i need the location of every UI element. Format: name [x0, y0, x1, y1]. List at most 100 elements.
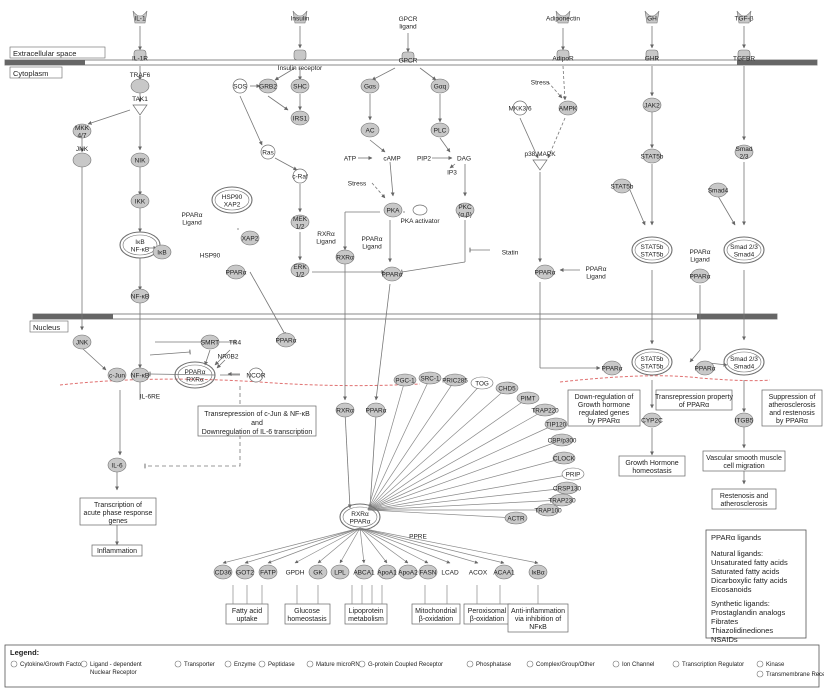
node-ppara-cyto3[interactable]: PPARα	[535, 264, 556, 280]
node-xap2[interactable]: XAP2	[240, 230, 260, 246]
node-il6re[interactable]: IL-6RE	[140, 394, 161, 401]
node-ppara-n4[interactable]: PPARα	[366, 402, 387, 418]
node-statin[interactable]: Statin	[502, 250, 519, 257]
node-pka[interactable]: PKA	[383, 202, 403, 218]
node-smad4[interactable]: Smad4	[708, 182, 729, 198]
node-chd5[interactable]: CHD5	[495, 381, 519, 395]
node-ppre[interactable]: PPRE	[409, 534, 427, 541]
node-abca1[interactable]: ABCA1	[353, 564, 375, 580]
node-tgfb[interactable]: TGF-β	[735, 10, 754, 24]
outcome-lipoprotein[interactable]: Lipoprotein metabolism	[344, 603, 388, 625]
node-camp[interactable]: cAMP	[383, 156, 400, 163]
node-cyp2c[interactable]: CYP2C	[641, 412, 663, 428]
node-shc[interactable]: SHC	[290, 78, 310, 94]
node-got2[interactable]: GOT2	[235, 564, 255, 580]
node-gpcr[interactable]: GPCR	[399, 51, 418, 65]
node-lpl[interactable]: LPL	[330, 564, 350, 580]
node-ppara-n2[interactable]: PPARα	[602, 360, 623, 376]
node-trap100[interactable]: TRAP100	[534, 503, 562, 517]
node-il1[interactable]: IL-1	[132, 10, 148, 24]
node-il6[interactable]: IL-6	[107, 457, 127, 473]
node-acaa1[interactable]: ACAA1	[493, 564, 515, 580]
node-hsp90[interactable]: HSP90	[200, 253, 221, 260]
node-apoa2[interactable]: ApoA2	[398, 564, 418, 580]
node-cjun[interactable]: c-Jun	[107, 367, 127, 383]
node-src1[interactable]: SRC-1	[418, 371, 442, 385]
node-nfkb[interactable]: NF-κB	[130, 288, 150, 304]
node-apoa1[interactable]: ApoA1	[377, 564, 397, 580]
node-nik[interactable]: NIK	[130, 152, 150, 168]
node-insulin[interactable]: Insulin	[291, 10, 310, 24]
node-mkk36[interactable]: MKK3/6	[508, 100, 532, 116]
node-clock[interactable]: CLOCK	[552, 451, 576, 465]
node-craf[interactable]: c-Raf	[292, 168, 308, 184]
outcome-perox-oxidation[interactable]: Peroxisomal β-oxidation	[463, 603, 511, 625]
node-plc[interactable]: PLC	[430, 122, 450, 138]
node-trap220a[interactable]: TRAP220	[531, 403, 559, 417]
node-pka-activator[interactable]: PKA activator	[400, 204, 440, 225]
outcome-anti-inflammation[interactable]: Anti-inflammation via inhibition of NFκB	[507, 603, 569, 633]
node-pip2[interactable]: PIP2	[417, 156, 431, 163]
node-atp[interactable]: ATP	[344, 156, 356, 163]
node-prip[interactable]: PRIP	[561, 467, 585, 481]
node-jnk[interactable]: JNK	[72, 146, 92, 168]
node-tip120[interactable]: TIP120	[544, 417, 568, 431]
node-rxra-cyto[interactable]: RXRα	[335, 249, 355, 265]
node-grb2[interactable]: GRB2	[258, 78, 278, 94]
node-ppara-n1[interactable]: PPARα	[276, 332, 297, 348]
node-rxra-n[interactable]: RXRα	[335, 402, 355, 418]
node-sos[interactable]: SOS	[232, 78, 248, 94]
node-cd36[interactable]: CD36	[213, 564, 233, 580]
node-trap230[interactable]: TRAP230	[548, 493, 576, 507]
node-stress1[interactable]: Stress	[348, 181, 367, 188]
node-pkc[interactable]: PKC(α,β)	[455, 202, 475, 219]
node-pgc1[interactable]: PGC-1	[393, 373, 417, 387]
node-gh[interactable]: GH	[644, 10, 660, 24]
outcome-mito-oxidation[interactable]: Mitochondrial β-oxidation	[411, 603, 461, 625]
node-gpdh[interactable]: GPDH	[286, 570, 305, 577]
node-il1r[interactable]: IL-1R	[132, 49, 148, 63]
node-ikk[interactable]: IKK	[130, 193, 150, 209]
node-tog[interactable]: TOG	[470, 376, 494, 390]
node-dag[interactable]: DAG	[457, 156, 471, 163]
node-actr[interactable]: ACTR	[504, 511, 528, 525]
outcome-gh-homeostasis[interactable]: Growth Hormone homeostasis	[618, 455, 686, 477]
node-adiponectin[interactable]: Adiponectin	[546, 10, 580, 24]
node-tgfbr[interactable]: TGFBR	[733, 49, 755, 63]
node-ac[interactable]: AC	[360, 122, 380, 138]
node-traf6[interactable]: TRAF6	[130, 72, 151, 94]
node-ppara-cyto1[interactable]: PPARα	[226, 264, 247, 280]
outcome-inflammation[interactable]: Inflammation	[91, 544, 143, 557]
node-adipor[interactable]: AdipoR	[552, 49, 574, 63]
outcome-fatty-acid-uptake[interactable]: Fatty acid uptake	[225, 603, 269, 625]
outcome-vsmc-migration[interactable]: Vascular smooth muscle cell migration	[702, 450, 786, 472]
outcome-acute-phase[interactable]: Transcription of acute phase response ge…	[79, 497, 157, 526]
outcome-downregulation-gh[interactable]: Down-regulation of Growth hormone regula…	[567, 389, 641, 427]
node-stat5b-1[interactable]: STAT5b	[641, 148, 664, 164]
node-ppara-n3[interactable]: PPARα	[695, 360, 716, 376]
node-gas[interactable]: Gαs	[360, 78, 380, 94]
node-irs1[interactable]: IRS1	[290, 110, 310, 126]
node-ghr[interactable]: GHR	[645, 49, 660, 63]
node-fasn[interactable]: FASN	[418, 564, 438, 580]
outcome-glucose-homeostasis[interactable]: Glucose homeostasis	[284, 603, 331, 625]
node-stat5b-2[interactable]: STAT5b	[611, 178, 634, 194]
node-gaq[interactable]: Gαq	[430, 78, 450, 94]
node-lcad[interactable]: LCAD	[441, 570, 459, 577]
outcome-restenosis[interactable]: Restenosis and atherosclerosis	[711, 488, 777, 510]
node-ras[interactable]: Ras	[260, 144, 276, 160]
node-pric285[interactable]: PRIC285	[442, 373, 468, 387]
